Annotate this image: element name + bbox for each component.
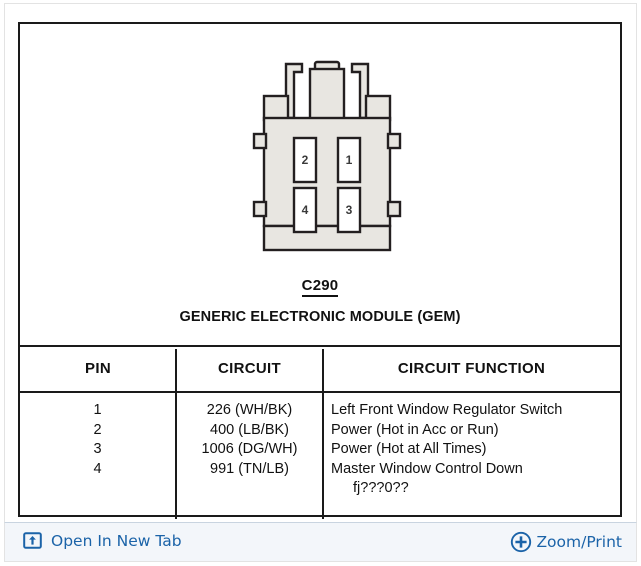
viewer-toolbar: Open In New Tab Zoom/Print <box>4 522 637 562</box>
open-in-new-tab-button[interactable]: Open In New Tab <box>23 531 182 550</box>
column-header-pin: PIN <box>85 360 111 377</box>
module-name-title: GENERIC ELECTRONIC MODULE (GEM) <box>179 309 461 325</box>
open-in-new-tab-label: Open In New Tab <box>51 531 182 550</box>
connector-diagram-area: 2 1 4 3 <box>20 24 620 274</box>
column-header-circuit: CIRCUIT <box>218 360 281 377</box>
function-extra-line: fj???0?? <box>353 480 409 496</box>
zoom-print-button[interactable]: Zoom/Print <box>510 531 622 553</box>
table-row: Power (Hot at All Times) <box>331 441 487 457</box>
table-row: 400 (LB/BK) <box>210 421 289 438</box>
connector-id-text: C290 <box>301 277 339 297</box>
connector-illustration: 2 1 4 3 <box>252 56 402 256</box>
table-row: Master Window Control Down <box>331 460 523 477</box>
table-row: Left Front Window Regulator Switch <box>331 402 563 418</box>
table-row: 226 (WH/BK) <box>206 402 293 418</box>
plus-circle-icon <box>510 531 532 553</box>
table-row: 3 <box>93 441 102 457</box>
pin-label-3: 3 <box>346 203 353 217</box>
table-body: 1 2 3 4 226 (WH/BK) 400 (LB/BK) 1006 (DG… <box>18 349 622 519</box>
pin-label-2: 2 <box>302 153 309 167</box>
column-divider-1 <box>175 349 177 519</box>
column-header-function: CIRCUIT FUNCTION <box>397 360 546 377</box>
zoom-print-label: Zoom/Print <box>536 533 622 551</box>
pin-label-4: 4 <box>302 203 309 217</box>
table-row: 1 <box>93 402 102 418</box>
table-row: Power (Hot in Acc or Run) <box>331 421 499 438</box>
table-header-row: PIN CIRCUIT CIRCUIT FUNCTION <box>18 347 622 393</box>
circuit-function-column: Left Front Window Regulator Switch Power… <box>331 401 621 499</box>
table-row: 991 (TN/LB) <box>210 460 289 477</box>
pin-table: PIN CIRCUIT CIRCUIT FUNCTION 1 2 3 4 226… <box>18 345 622 519</box>
circuit-column: 226 (WH/BK) 400 (LB/BK) 1006 (DG/WH) 991… <box>177 401 322 479</box>
pin-column: 1 2 3 4 <box>20 401 175 479</box>
column-divider-2 <box>322 349 324 519</box>
connector-id-title: C290 <box>20 277 620 297</box>
table-row: 1006 (DG/WH) <box>201 441 298 457</box>
wiring-diagram-document: 2 1 4 3 C290 GENERIC ELECTRONIC MODULE (… <box>18 22 622 519</box>
external-link-icon <box>23 531 42 550</box>
pin-label-1: 1 <box>346 153 353 167</box>
table-row: 2 <box>93 421 102 438</box>
table-row: 4 <box>93 460 102 477</box>
